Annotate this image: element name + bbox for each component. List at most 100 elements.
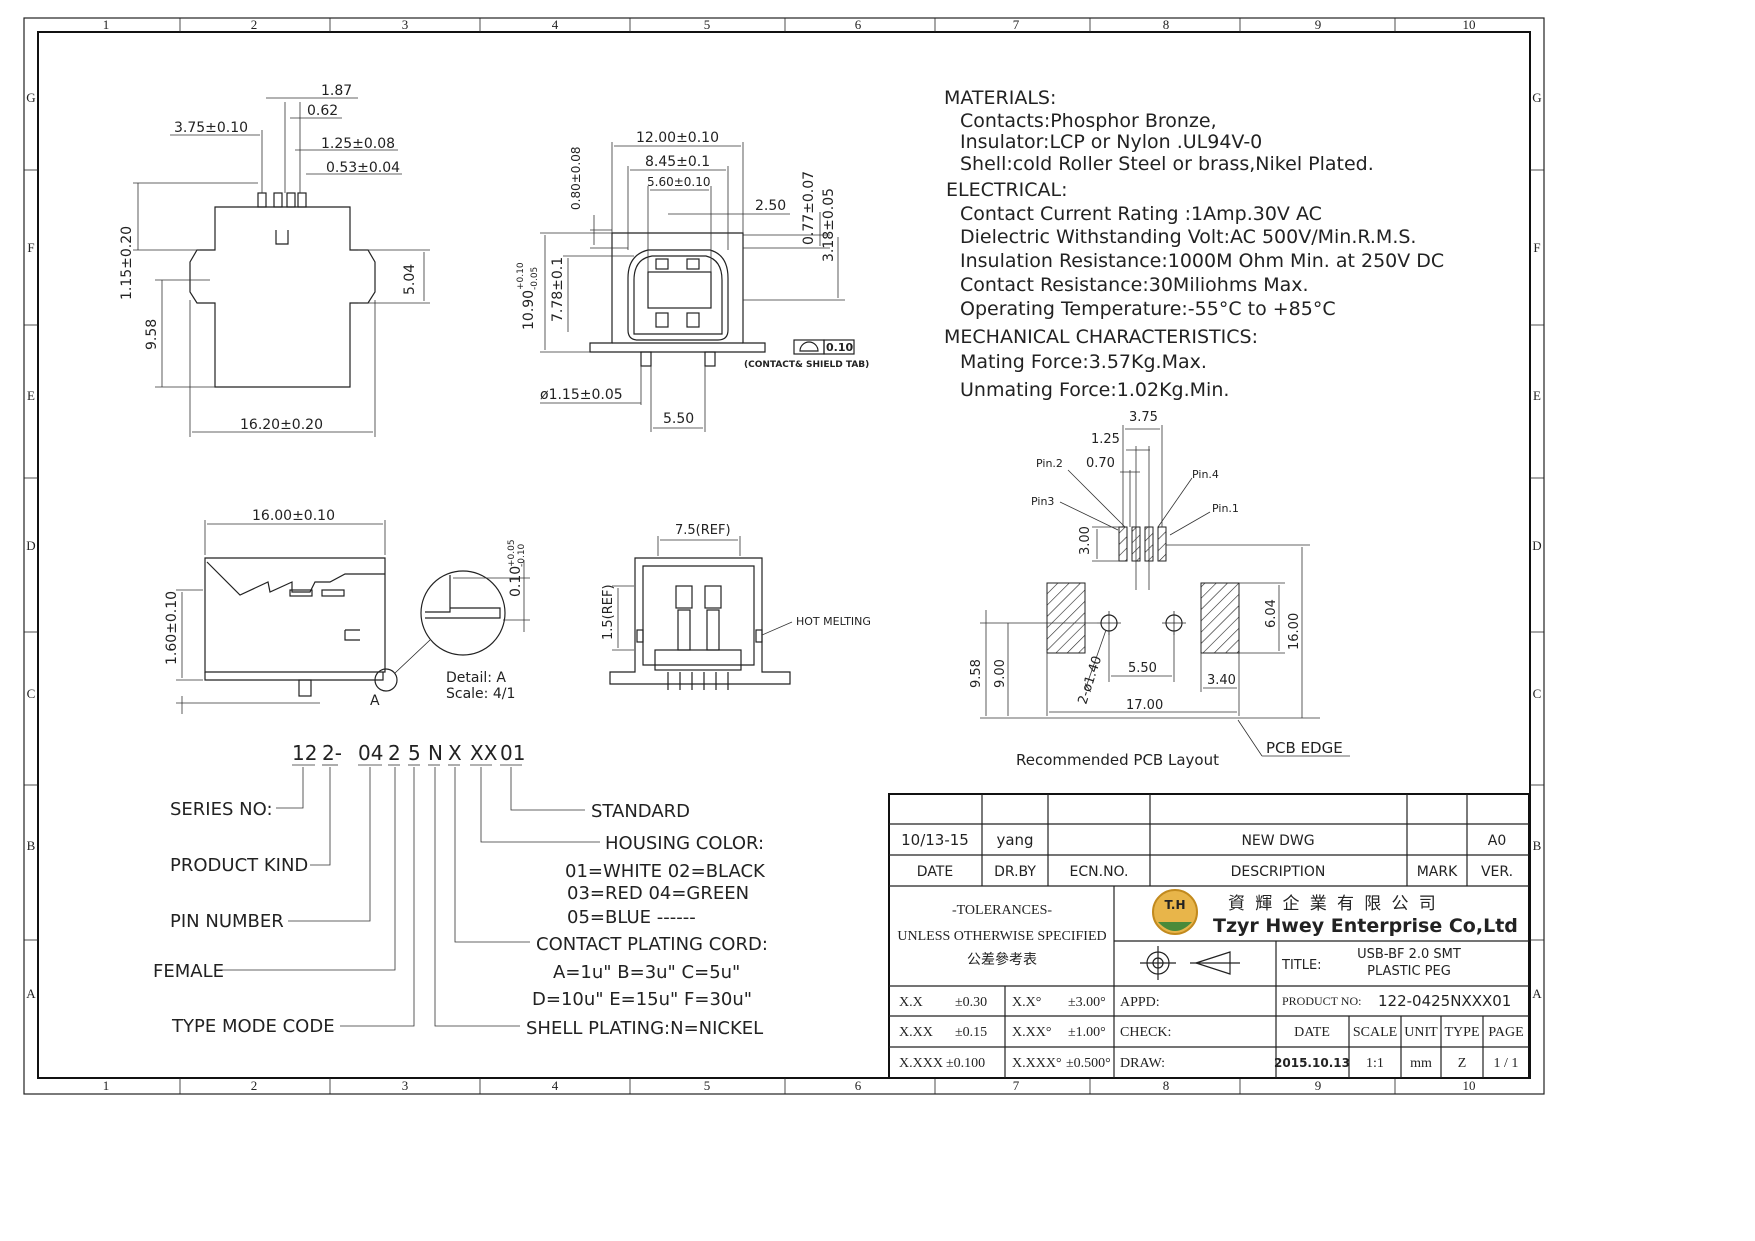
pcb-dim-9-00: 9.00 xyxy=(993,659,1008,688)
dim-1-15: 1.15±0.20 xyxy=(119,226,135,300)
specifications: MATERIALS: Contacts:Phosphor Bronze, Ins… xyxy=(944,87,1444,401)
tol-row-2-c: X.XX° xyxy=(1012,1025,1051,1040)
col-2-bottom: 2 xyxy=(251,1078,258,1093)
row-g: G xyxy=(26,90,35,105)
drawing-sheet: 1 2 3 4 5 6 7 8 9 10 1 2 3 4 5 6 7 8 9 1… xyxy=(23,17,1545,1095)
detail-scale: Scale: 4/1 xyxy=(446,686,515,702)
row-a: A xyxy=(26,986,36,1001)
tol-row-3-c: X.XXX° xyxy=(1012,1056,1062,1071)
row-g-right: G xyxy=(1532,90,1541,105)
dim-10-90-tol-dn: -0.05 xyxy=(530,267,540,290)
product-kind-label: PRODUCT KIND xyxy=(170,855,308,876)
company-name-en: Tzyr Hwey Enterprise Co,Ltd xyxy=(1213,915,1518,937)
col-6: 6 xyxy=(855,17,862,32)
footer-type-header: TYPE xyxy=(1445,1025,1480,1040)
mechanical-line-1: Mating Force:3.57Kg.Max. xyxy=(960,351,1207,373)
pcb-layout: 3.75 1.25 0.70 Pin.2 Pin3 Pin.4 Pin.1 3.… xyxy=(969,410,1350,769)
pin-2-label: Pin.2 xyxy=(1036,457,1063,470)
materials-line-3: Shell:cold Roller Steel or brass,Nikel P… xyxy=(960,153,1374,175)
col-5-bottom: 5 xyxy=(704,1078,711,1093)
pcb-dim-6-04: 6.04 xyxy=(1264,599,1279,628)
detail-label: Detail: A xyxy=(446,670,506,686)
col-6-bottom: 6 xyxy=(855,1078,862,1093)
part-code: 12 2- 04 2 5 N X XX 01 xyxy=(153,741,768,1039)
electrical-line-4: Contact Resistance:30Miliohms Max. xyxy=(960,274,1309,296)
col-3: 3 xyxy=(402,17,409,32)
code-seg-contact: X xyxy=(448,741,462,765)
col-8: 8 xyxy=(1163,17,1170,32)
row-e: E xyxy=(27,388,35,403)
tol-row-1-d: ±3.00° xyxy=(1068,995,1106,1010)
col-5: 5 xyxy=(704,17,711,32)
pin-number-label: PIN NUMBER xyxy=(170,911,284,932)
dim-1-25: 1.25±0.08 xyxy=(321,136,395,152)
dim-1-5-ref: 1.5(REF) xyxy=(601,584,616,640)
electrical-line-1: Contact Current Rating :1Amp.30V AC xyxy=(960,203,1322,225)
dim-3-75: 3.75±0.10 xyxy=(174,120,248,136)
dim-0-80: 0.80±0.08 xyxy=(569,147,583,211)
tol-row-3-a: X.XXX xyxy=(899,1056,943,1071)
dim-0-53: 0.53±0.04 xyxy=(326,160,400,176)
row-b-right: B xyxy=(1533,838,1542,853)
dim-hole-1-15: ø1.15±0.05 xyxy=(540,387,623,403)
female-label: FEMALE xyxy=(153,961,224,982)
rev-date: 10/13-15 xyxy=(901,831,969,849)
third-angle-projection-icon xyxy=(1140,946,1240,980)
dim-10-90: 10.90 xyxy=(521,290,537,330)
materials-line-2: Insulator:LCP or Nylon .UL94V-0 xyxy=(960,131,1262,153)
rev-by: yang xyxy=(996,831,1033,849)
hot-melting-label: HOT MELTING xyxy=(796,615,871,628)
footer-unit-value: mm xyxy=(1410,1056,1432,1071)
rev-ver: A0 xyxy=(1488,833,1506,849)
tol-row-1-b: ±0.30 xyxy=(955,995,987,1010)
mechanical-heading: MECHANICAL CHARACTERISTICS: xyxy=(944,326,1258,348)
pin-3-label: Pin3 xyxy=(1031,495,1054,508)
dim-16-20: 16.20±0.20 xyxy=(240,417,323,433)
dim-8-45: 8.45±0.1 xyxy=(645,154,710,170)
col-4-bottom: 4 xyxy=(552,1078,559,1093)
footer-page-header: PAGE xyxy=(1488,1025,1523,1040)
footer-date-value: 2015.10.13 xyxy=(1274,1056,1350,1070)
tol-row-2-d: ±1.00° xyxy=(1068,1025,1106,1040)
materials-heading: MATERIALS: xyxy=(944,87,1056,109)
tolerances-cn: 公差參考表 xyxy=(967,952,1037,968)
dim-1-87: 1.87 xyxy=(321,83,352,99)
pcb-dim-9-58: 9.58 xyxy=(969,659,984,688)
title-label: TITLE: xyxy=(1281,958,1322,973)
detail-marker: A xyxy=(370,693,380,709)
col-10: 10 xyxy=(1463,17,1476,32)
side-view: 16.00±0.10 1.60±0.10 0.10 +0.05 -0.10 A … xyxy=(164,508,530,714)
materials-line-1: Contacts:Phosphor Bronze, xyxy=(960,110,1217,132)
series-label: SERIES NO: xyxy=(170,799,273,820)
footer-unit-header: UNIT xyxy=(1404,1025,1438,1040)
tol-row-1-c: X.X° xyxy=(1012,995,1041,1010)
top-view: 1.87 0.62 3.75±0.10 1.25±0.08 0.53±0.04 … xyxy=(119,83,430,437)
col-9: 9 xyxy=(1315,17,1322,32)
dim-5-50: 5.50 xyxy=(663,411,694,427)
code-seg-pins: 04 xyxy=(358,741,383,765)
pin-1-label: Pin.1 xyxy=(1212,502,1239,515)
front-view: 12.00±0.10 8.45±0.1 5.60±0.10 2.50 0.80±… xyxy=(516,130,869,432)
footer-page-value: 1 / 1 xyxy=(1494,1056,1519,1071)
sheet-border: 1 2 3 4 5 6 7 8 9 10 1 2 3 4 5 6 7 8 9 1… xyxy=(23,17,1545,1095)
product-no-label: PRODUCT NO: xyxy=(1282,994,1361,1008)
electrical-line-2: Dielectric Withstanding Volt:AC 500V/Min… xyxy=(960,226,1416,248)
check-label: CHECK: xyxy=(1120,1025,1171,1040)
row-d: D xyxy=(26,538,35,553)
draw-label: DRAW: xyxy=(1120,1056,1165,1071)
title-line-1: USB-BF 2.0 SMT xyxy=(1357,947,1461,962)
tol-row-1-a: X.X xyxy=(899,995,923,1010)
dim-7-5-ref: 7.5(REF) xyxy=(675,523,731,538)
electrical-heading: ELECTRICAL: xyxy=(946,179,1068,201)
color-line-1: 01=WHITE 02=BLACK xyxy=(565,861,766,882)
contact-plating-label: CONTACT PLATING CORD: xyxy=(536,934,768,955)
pcb-dim-17-00: 17.00 xyxy=(1126,698,1163,713)
pcb-dim-16-00: 16.00 xyxy=(1287,613,1302,650)
col-1-bottom: 1 xyxy=(103,1078,110,1093)
color-line-3: 05=BLUE ------ xyxy=(567,907,696,928)
pin-4-label: Pin.4 xyxy=(1192,468,1219,481)
rev-desc: NEW DWG xyxy=(1241,833,1314,849)
col-3-bottom: 3 xyxy=(402,1078,409,1093)
row-a-right: A xyxy=(1532,986,1542,1001)
col-4: 4 xyxy=(552,17,559,32)
